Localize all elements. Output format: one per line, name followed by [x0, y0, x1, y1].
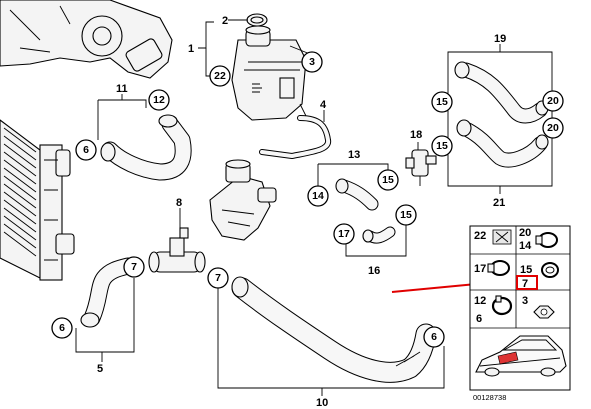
- small-hose-16: [362, 226, 396, 244]
- legend-label-6: 6: [476, 313, 482, 325]
- spring-band-clamp-icon: [491, 295, 513, 316]
- lower-radiator-hose: [231, 276, 437, 383]
- callout-21: 21: [493, 197, 505, 209]
- callout-7-center: 7: [215, 272, 221, 284]
- small-hose-13: [335, 178, 379, 211]
- callout-5: 5: [97, 363, 103, 375]
- callout-6-bottom: 6: [59, 322, 65, 334]
- callout-1: 1: [188, 43, 194, 55]
- highlight-box: [516, 275, 538, 290]
- thermostat-housing: [209, 159, 277, 241]
- legend-label-15: 15: [520, 264, 532, 276]
- callout-15-b: 15: [400, 209, 412, 221]
- callout-12: 12: [153, 94, 165, 106]
- radiator: [0, 119, 75, 281]
- callout-7-left: 7: [131, 261, 137, 273]
- callout-13: 13: [348, 149, 360, 161]
- callout-6-top: 6: [83, 144, 89, 156]
- callout-16: 16: [368, 265, 380, 277]
- upper-radiator-hose: [100, 114, 192, 181]
- connector-18: [405, 149, 437, 186]
- expansion-tank: [231, 25, 311, 121]
- hose-clamp-small-icon: [487, 260, 510, 276]
- spring-clamp-icon: [541, 262, 559, 278]
- callouts: 1 2 4 5 8 10 11 13 16 18 19 21 22 3 12 6…: [51, 15, 564, 409]
- vehicle-illustration-icon: [475, 335, 567, 377]
- hose-clamp-icon: [535, 232, 558, 248]
- t-connector: [148, 227, 206, 273]
- callout-6-right: 6: [431, 331, 437, 343]
- callout-2: 2: [222, 15, 228, 27]
- callout-10: 10: [316, 397, 328, 409]
- legend-label-17: 17: [474, 263, 486, 275]
- legend-label-14: 14: [519, 240, 532, 252]
- callout-18: 18: [410, 129, 422, 141]
- callout-15-c: 15: [436, 96, 448, 108]
- legend-label-12: 12: [474, 295, 486, 307]
- heater-hose-lower: [456, 119, 549, 168]
- callout-4: 4: [320, 99, 327, 111]
- callout-11: 11: [116, 83, 128, 95]
- legend-label-7: 7: [522, 278, 528, 290]
- callout-19: 19: [494, 33, 506, 45]
- legend-label-20: 20: [519, 227, 531, 239]
- vent-hose: [259, 115, 332, 159]
- callout-8: 8: [176, 197, 182, 209]
- diagram-code: 00128738: [473, 393, 506, 402]
- lower-hose-5: [80, 257, 137, 328]
- callout-20-a: 20: [547, 95, 559, 107]
- legend-label-22: 22: [474, 230, 486, 242]
- callout-15-d: 15: [436, 140, 448, 152]
- nut-icon: [533, 305, 555, 319]
- legend-label-3: 3: [522, 295, 528, 307]
- parts-legend-panel: 22 20 14 17 15 7 12 6 3: [469, 225, 571, 402]
- water-pump-housing: [0, 0, 173, 79]
- tank-cap: [246, 13, 268, 27]
- callout-22: 22: [214, 70, 226, 82]
- callout-20-b: 20: [547, 122, 559, 134]
- callout-17: 17: [338, 228, 350, 240]
- callout-14: 14: [312, 190, 324, 202]
- callout-15-a: 15: [382, 174, 394, 186]
- callout-3: 3: [309, 56, 315, 68]
- heater-hose-upper: [454, 61, 549, 124]
